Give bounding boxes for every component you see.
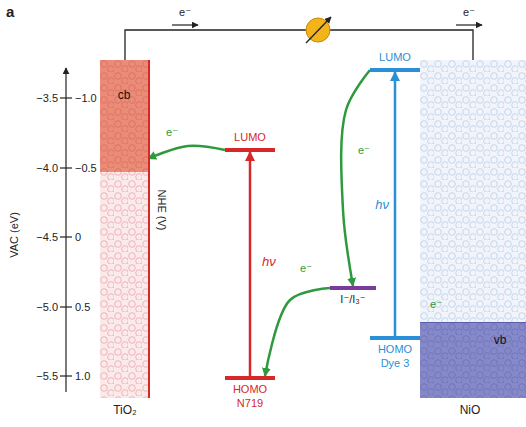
lumo-level: LUMO [370, 68, 420, 72]
lumo-level: LUMO [225, 148, 275, 152]
node-label: N719 [237, 397, 263, 409]
tick-label: 0 [75, 231, 81, 243]
load-symbol [306, 18, 330, 42]
load-variable-arrow [306, 17, 331, 43]
current-arrow [172, 24, 198, 25]
tick-label: 1.0 [75, 370, 90, 382]
axis-tick [60, 236, 72, 237]
tick-label: −5.0 [36, 301, 58, 313]
electron-label: e⁻ [179, 6, 191, 18]
particle-fill [100, 60, 148, 172]
particle-texture [420, 323, 526, 398]
node-label: Dye 3 [381, 357, 410, 369]
tick-label: −4.0 [36, 162, 58, 174]
homo-level: HOMODye 3 [370, 336, 420, 340]
transfer-arrow [394, 72, 397, 336]
node-label: TiO₂ [113, 404, 137, 417]
circuit-wire [125, 30, 473, 60]
node-label: I⁻/I₃⁻ [340, 293, 365, 305]
electron-label: e⁻ [358, 144, 370, 156]
axis-ticks [60, 98, 72, 376]
particle-fill [420, 60, 526, 398]
transfer-arrow [148, 146, 225, 159]
particle-fill [420, 323, 526, 398]
electron-label: e⁻ [463, 6, 475, 18]
panel-letter: a [6, 4, 14, 21]
axis-tick [60, 306, 72, 307]
electron-label: e⁻ [300, 262, 312, 274]
photon-label: hν [262, 255, 276, 269]
valence-band: vb [420, 322, 526, 398]
axis-title: VAC (eV) [8, 212, 20, 258]
tick-label: −3.5 [36, 92, 58, 104]
node-label: HOMO [378, 343, 412, 355]
homo-level: HOMON719 [225, 376, 275, 380]
node-label: NiO [460, 404, 481, 417]
conduction-band: cb [100, 60, 148, 172]
axis-title: NHE (V) [156, 190, 168, 231]
node-label: LUMO [379, 51, 411, 63]
node-label: LUMO [234, 131, 266, 143]
transfer-arrow [265, 288, 330, 376]
transfer-arrow [341, 70, 370, 286]
node-label: vb [494, 334, 507, 347]
photon-label: hν [375, 198, 389, 212]
energy-axis [65, 68, 66, 392]
tick-label: −1.0 [75, 92, 97, 104]
node-label: HOMO [233, 383, 267, 395]
axis-tick [60, 375, 72, 376]
particle-texture [100, 60, 148, 172]
nio-electrode: vbNiO [420, 60, 526, 398]
redox-level: I⁻/I₃⁻ [330, 286, 376, 290]
tick-label: −4.5 [36, 231, 58, 243]
tick-label: 0.5 [75, 301, 90, 313]
axis-tick [60, 97, 72, 98]
tick-label: −0.5 [75, 162, 97, 174]
current-arrow [456, 24, 482, 25]
particle-fill [100, 60, 148, 398]
tio2-electrode: cbTiO₂ [100, 60, 150, 398]
axis-tick [60, 167, 72, 168]
tick-label: −5.5 [36, 370, 58, 382]
electron-label: e⁻ [430, 298, 442, 310]
electron-label: e⁻ [166, 126, 178, 138]
node-label: cb [118, 89, 131, 102]
transfer-arrow [249, 152, 252, 376]
